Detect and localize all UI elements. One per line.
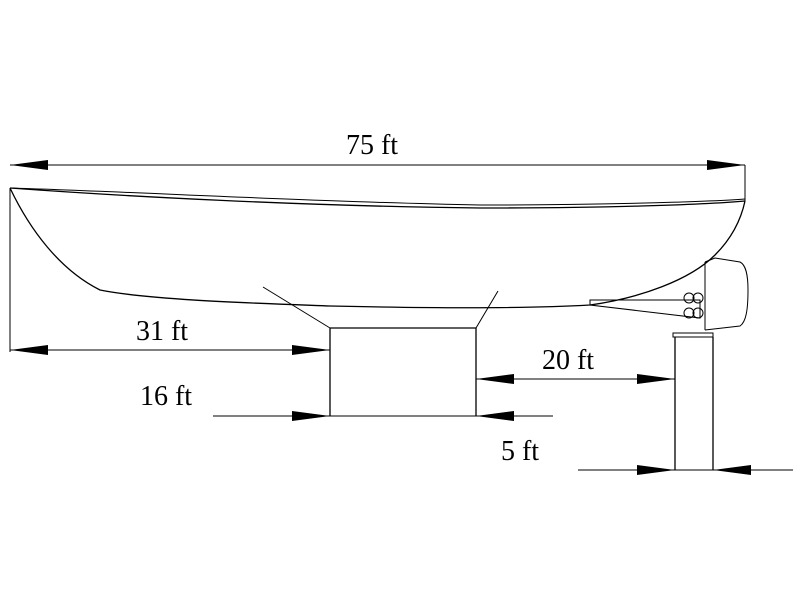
dim-keel-to-rudder: 20 ft xyxy=(476,345,675,384)
dim-label: 75 ft xyxy=(346,130,398,161)
arrow-right-icon xyxy=(292,411,330,421)
keel-leading-fillet xyxy=(262,286,331,329)
hull-sheer-line xyxy=(9,187,746,206)
arrow-right-icon xyxy=(707,160,745,170)
dim-label: 5 ft xyxy=(501,436,539,467)
hull-bow-profile xyxy=(9,187,331,307)
propeller-upper-b-icon xyxy=(692,292,704,304)
dim-label: 31 ft xyxy=(136,316,188,347)
propeller-lower-icon xyxy=(683,307,695,319)
arrow-left-icon xyxy=(10,345,48,355)
arrow-right-icon xyxy=(637,374,675,384)
arrow-left-icon xyxy=(476,374,514,384)
propeller-upper-icon xyxy=(683,292,695,304)
rudder-head xyxy=(672,332,714,338)
dim-keel-start: 31 ft xyxy=(10,316,330,355)
arrow-left-icon xyxy=(713,465,751,475)
hull-deck-line xyxy=(9,187,746,209)
arrow-right-icon xyxy=(292,345,330,355)
dim-rudder-width: 5 ft xyxy=(501,436,751,475)
arrow-left-icon xyxy=(476,411,514,421)
propeller-lower-b-icon xyxy=(692,307,704,319)
keel-trailing-fillet xyxy=(475,290,499,329)
transom-outline xyxy=(704,257,749,331)
arrow-right-icon xyxy=(637,465,675,475)
hull-bottom-line xyxy=(329,200,746,309)
arrow-left-icon xyxy=(10,160,48,170)
stern-assembly xyxy=(578,257,793,471)
hull xyxy=(9,187,746,352)
dim-keel-length: 16 ft xyxy=(140,381,514,421)
dim-overall-length: 75 ft xyxy=(10,130,746,201)
dim-label: 16 ft xyxy=(140,381,192,412)
dim-label: 20 ft xyxy=(542,345,594,376)
keel xyxy=(213,286,553,417)
